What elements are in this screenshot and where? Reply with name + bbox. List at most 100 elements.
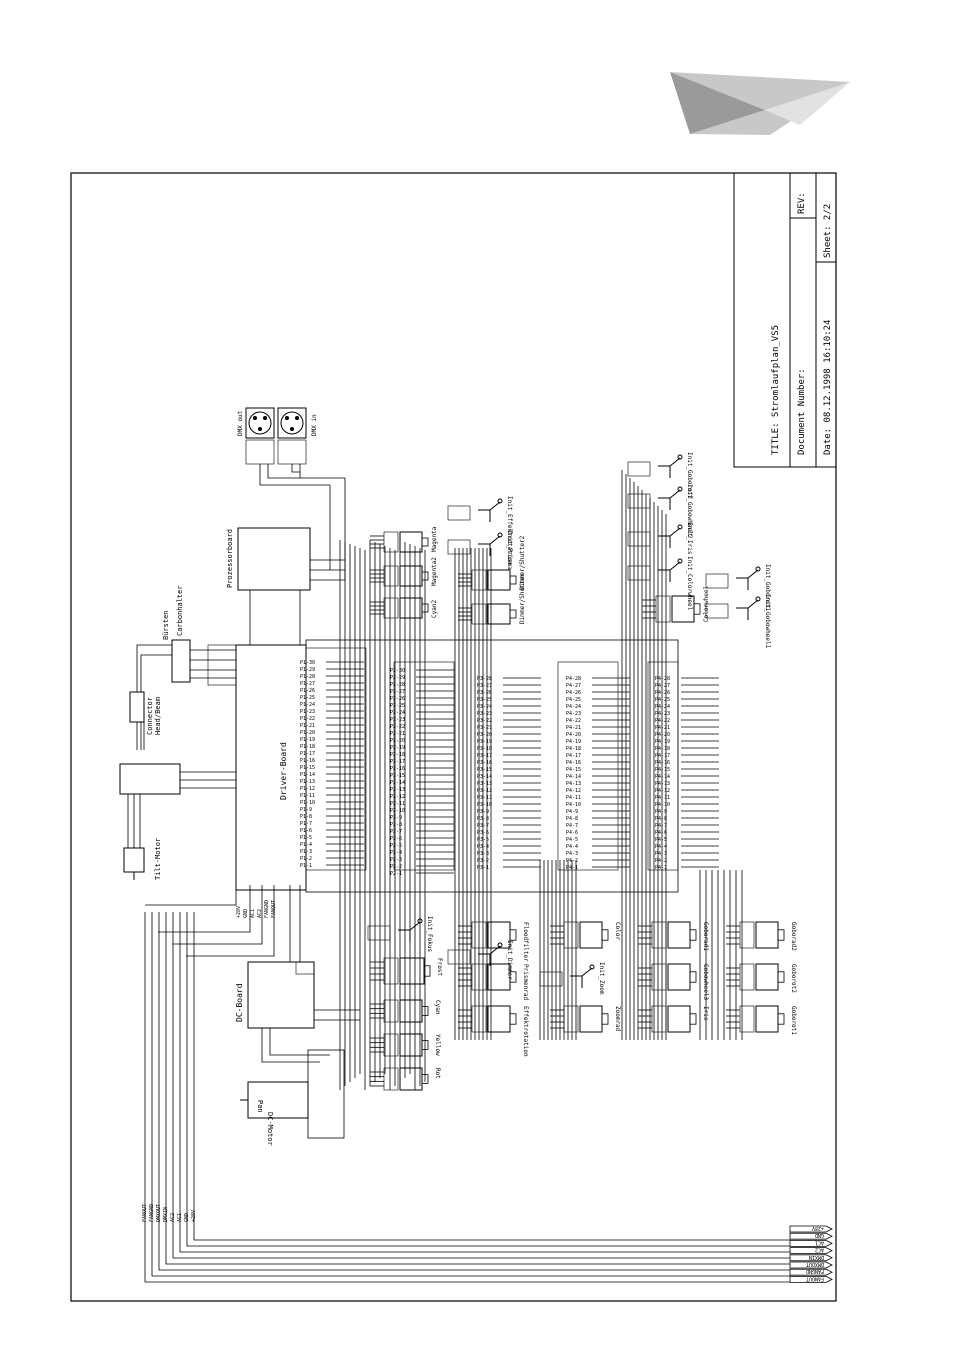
pin-label: P4-21 [655, 725, 670, 731]
init-switch-i1: Init_Fokus [367, 916, 433, 953]
dc-board: DC-Board [235, 961, 315, 1029]
pin-label: P4-27 [655, 683, 670, 689]
motor-label: Magenta2 [431, 557, 438, 586]
port-label: FANOUT [806, 1275, 824, 1281]
init-label: Init_Gobowheel1 [764, 594, 771, 649]
pin-label: P4-7 [655, 823, 667, 829]
pin-label: P3-4 [477, 844, 489, 850]
pin-label: P3-16 [477, 760, 492, 766]
init-label: Init_Fokus [426, 916, 433, 953]
port-fanout: FANOUT [789, 1275, 833, 1283]
motor-label: Dimmer/Shutter2 [519, 535, 526, 590]
motor-label: Frost [436, 958, 443, 976]
pin-label: P2-21 [390, 731, 405, 737]
pin-label: P4-14 [655, 774, 670, 780]
port-label: AC2 [815, 1247, 824, 1253]
motor-label: Color [614, 922, 621, 940]
pin-label: P3-5 [477, 837, 489, 843]
pin-label: P1-12 [300, 786, 315, 792]
pin-label: P4-18 [655, 746, 670, 752]
motor-m18: Magenta [370, 526, 438, 553]
processor-board-label: Prozessorboard [226, 529, 234, 588]
connector-label: Connector [146, 697, 154, 735]
pin-label: P4-25 [655, 697, 670, 703]
pin-label: P2-16 [390, 766, 405, 772]
dc-pin-label: +28V [236, 906, 242, 918]
pin-label: P4-2 [655, 858, 667, 864]
pin-label: P4-25 [566, 697, 581, 703]
driver-board-label: Driver-Board [279, 742, 288, 800]
dc-pin-label: GND [243, 909, 249, 918]
motor-label: Floodfilter [522, 922, 529, 962]
sheet-number: Sheet: 2/2 [823, 204, 833, 258]
pin-label: P4-12 [566, 788, 581, 794]
pin-label: P4-23 [655, 711, 670, 717]
pin-label: P1-26 [300, 688, 315, 694]
pin-label: P2-7 [390, 829, 402, 835]
motor-label: Goborot2 [790, 964, 797, 993]
motor-label: Goborad2 [790, 922, 797, 951]
pin-label: P1-16 [300, 758, 315, 764]
pin-label: P2-12 [390, 794, 405, 800]
company-logo [670, 72, 850, 135]
pin-label: P2-14 [390, 780, 405, 786]
init-label: Init_Colorwheel [686, 556, 693, 611]
wiring-layer [144, 470, 790, 1283]
pin-label: P3-18 [477, 746, 492, 752]
pin-label: P2-24 [390, 710, 405, 716]
pin-label: P3-21 [477, 725, 492, 731]
port-+28v: +28V [789, 1225, 833, 1233]
init-switch-i5: Init_Dimmer [447, 940, 513, 980]
dmx-out-label: DMX out [237, 410, 244, 436]
port-label: AC1 [815, 1239, 824, 1245]
init-label: Init_Gobowheel2 [686, 484, 693, 539]
pin-label: P4-23 [566, 711, 581, 717]
pin-label: P2-9 [390, 815, 402, 821]
motor-m2: Frost [370, 957, 443, 985]
date-text: Date: 08.12.1998 16:10:24 [823, 320, 833, 455]
dmx-cable [259, 464, 346, 500]
pin-label: P2-28 [390, 682, 405, 688]
pin-label: P1-21 [300, 723, 315, 729]
pin-label: P4-5 [655, 837, 667, 843]
pin-label: P1-29 [300, 667, 315, 673]
pin-label: P4-24 [655, 704, 670, 710]
motor-m14: Dimmer/Shutter [458, 573, 526, 625]
pin-label: P3-22 [477, 718, 492, 724]
dc-pin-label: AC2 [257, 909, 263, 918]
dc-pin-label: FANOUT [271, 900, 277, 918]
pin-label: P1-22 [300, 716, 315, 722]
pin-label: P3-10 [477, 802, 492, 808]
pin-label: P3-19 [477, 739, 492, 745]
tilt-motor: Tilt-Motor [119, 763, 236, 880]
pin-label: P2-13 [390, 787, 405, 793]
carbon-holder-label: Carbonhalter [176, 585, 184, 636]
dmx-in-label: DMX in [311, 414, 318, 436]
pin-label: P2-20 [390, 738, 405, 744]
pin-label: P2-23 [390, 717, 405, 723]
port-fangnd: FANGND [789, 1268, 833, 1276]
dc-motor-label: DC-Motor [266, 1112, 274, 1146]
pin-label: P3-26 [477, 690, 492, 696]
motor-m9: Goborad1 [638, 921, 709, 951]
init-switch-i6: Init_Gobowheel1 [705, 594, 771, 649]
pin-label: P1-11 [300, 793, 315, 799]
dc-pin-label: FANGND [264, 900, 270, 918]
port-label: DMXIN [809, 1254, 824, 1260]
pin-label: P4-9 [566, 809, 578, 815]
pin-label: P4-4 [655, 844, 667, 850]
pin-label: P1-13 [300, 779, 315, 785]
pin-label: P3-7 [477, 823, 489, 829]
pin-label: P3-23 [477, 711, 492, 717]
pin-label: P1-23 [300, 709, 315, 715]
init-label: Init_Zoom [598, 962, 605, 995]
pin-label: P2-15 [390, 773, 405, 779]
pin-label: P4-20 [655, 732, 670, 738]
pin-label: P1-18 [300, 744, 315, 750]
dmx-out-connector: DMX out [237, 407, 275, 465]
init-label: Init_Prisma [506, 530, 513, 570]
dc-pin-label: AC1 [250, 909, 256, 918]
dc-board-label: DC-Board [235, 983, 244, 1022]
motor-label: Goborad1 [702, 922, 709, 951]
pin-label: P3-17 [477, 753, 492, 759]
